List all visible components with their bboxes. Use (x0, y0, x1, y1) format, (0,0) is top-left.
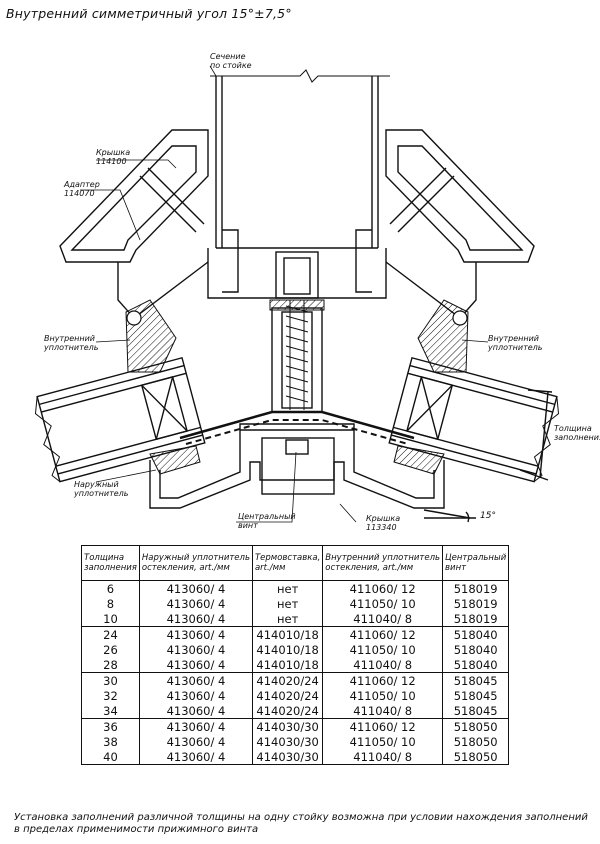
table-cell: 30 (81, 672, 140, 688)
table-cell: 411060/ 12 (322, 672, 444, 688)
table-cell: 411040/ 8 (322, 749, 444, 765)
table-cell: 413060/ 4 (138, 672, 253, 688)
table-cell: 411040/ 8 (322, 611, 444, 627)
table-cell: 413060/ 4 (138, 749, 253, 765)
table-cell: 414010/18 (251, 657, 324, 673)
table-cell: 411040/ 8 (322, 657, 444, 673)
table-cell: 518019 (442, 611, 510, 627)
table-cell: 518040 (442, 657, 510, 673)
table-cell: 28 (81, 657, 140, 673)
table-cell: 413060/ 4 (138, 626, 253, 642)
table-cell: 518040 (442, 642, 510, 657)
table-cell: 413060/ 4 (138, 596, 253, 611)
table-cell: 518019 (442, 580, 510, 596)
table-cell: 414030/30 (251, 749, 324, 765)
table-cell: 413060/ 4 (138, 688, 253, 703)
table-cell: 34 (81, 703, 140, 719)
table-cell: нет (251, 611, 324, 627)
table-cell: 26 (81, 642, 140, 657)
table-cell: 518045 (442, 703, 510, 719)
table-cell: 24 (81, 626, 140, 642)
table-cell: 413060/ 4 (138, 734, 253, 749)
table-cell: нет (251, 596, 324, 611)
table-cell: 36 (81, 718, 140, 734)
table-cell: 413060/ 4 (138, 611, 253, 627)
table-cell: нет (251, 580, 324, 596)
table-cell: 413060/ 4 (138, 657, 253, 673)
table-cell: 8 (81, 596, 140, 611)
table-cell: 38 (81, 734, 140, 749)
table-cell: 411040/ 8 (322, 703, 444, 719)
table-cell: 414020/24 (251, 688, 324, 703)
table-cell: 518050 (442, 734, 510, 749)
table-cell: 414010/18 (251, 626, 324, 642)
table-cell: 413060/ 4 (138, 718, 253, 734)
header-thermal-insert: Термовставка,art./мм (251, 545, 324, 581)
table-cell: 6 (81, 580, 140, 596)
table-cell: 518050 (442, 749, 510, 765)
footnote: Установка заполнений различной толщины н… (14, 812, 588, 835)
table-cell: 411060/ 12 (322, 718, 444, 734)
table-cell: 518019 (442, 596, 510, 611)
table-cell: 413060/ 4 (138, 580, 253, 596)
table-cell: 518045 (442, 688, 510, 703)
table-cell: 518050 (442, 718, 510, 734)
table-cell: 413060/ 4 (138, 703, 253, 719)
page-title: Внутренний симметричный угол 15°±7,5° (6, 6, 292, 21)
table-cell: 10 (81, 611, 140, 627)
profile-section-drawing (34, 65, 560, 523)
table-cell: 518045 (442, 672, 510, 688)
table-cell: 414030/30 (251, 718, 324, 734)
table-cell: 32 (81, 688, 140, 703)
table-cell: 411050/ 10 (322, 688, 444, 703)
table-cell: 411060/ 12 (322, 580, 444, 596)
table-cell: 518040 (442, 626, 510, 642)
table-cell: 40 (81, 749, 140, 765)
table-cell: 411050/ 10 (322, 734, 444, 749)
table-cell: 411060/ 12 (322, 626, 444, 642)
table-cell: 414010/18 (251, 642, 324, 657)
table-cell: 414020/24 (251, 672, 324, 688)
table-cell: 411050/ 10 (322, 642, 444, 657)
table-cell: 414020/24 (251, 703, 324, 719)
label-angle: 15° (480, 511, 496, 521)
table-cell: 411050/ 10 (322, 596, 444, 611)
table-cell: 414030/30 (251, 734, 324, 749)
table-cell: 413060/ 4 (138, 642, 253, 657)
